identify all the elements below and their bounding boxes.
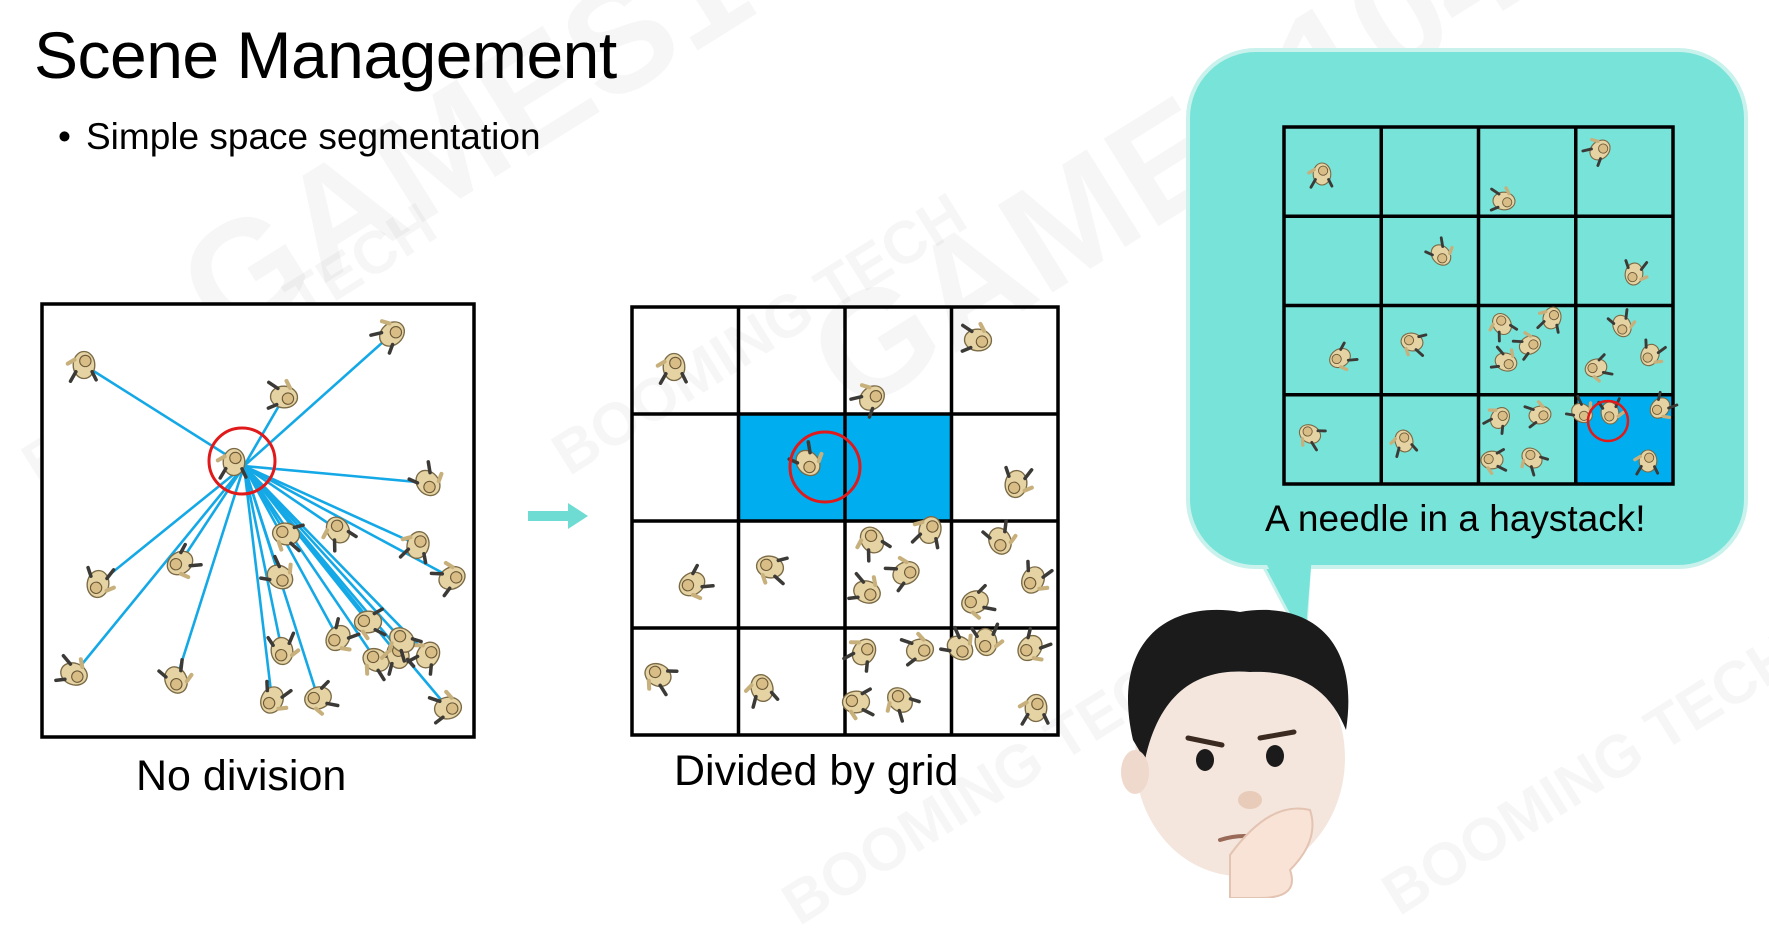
distance-ray: [243, 464, 339, 532]
character-icon: [851, 522, 891, 562]
distance-ray: [243, 464, 419, 547]
character-icon: [961, 323, 993, 353]
grid-caption: Divided by grid: [674, 747, 959, 795]
character-icon: [658, 354, 686, 384]
distance-ray: [242, 465, 370, 623]
distance-ray: [242, 465, 340, 639]
distance-ray: [243, 464, 453, 580]
character-icon: [982, 520, 1020, 558]
thinking-face-icon: [1121, 609, 1349, 898]
search-radius-circle: [788, 430, 862, 504]
distance-ray: [178, 465, 246, 564]
bubble-caption: A needle in a haystack!: [1265, 498, 1646, 539]
distance-ray: [83, 363, 245, 468]
search-radius-circle: [1586, 399, 1630, 443]
character-icon: [1016, 560, 1054, 599]
distance-ray: [242, 465, 378, 661]
no-division-caption: No division: [136, 752, 347, 800]
character-icon: [1012, 628, 1053, 669]
character-icon: [753, 552, 788, 586]
character-icon: [879, 682, 920, 723]
no-division-panel: [40, 302, 476, 739]
speech-bubble: [1186, 48, 1748, 651]
character-icon: [958, 585, 995, 621]
character-icon: [849, 377, 890, 418]
character-icon: [1020, 694, 1049, 724]
character-icon: [674, 565, 715, 605]
distance-ray: [174, 465, 246, 681]
distance-ray: [72, 465, 246, 675]
slide-title: Scene Management: [34, 18, 617, 92]
character-icon: [884, 552, 923, 591]
diagram-canvas: [40, 48, 1748, 898]
grid-panel: [630, 305, 1060, 737]
bullet-item: •Simple space segmentation: [58, 116, 541, 157]
distance-ray: [243, 465, 429, 656]
character-icon: [1002, 466, 1034, 499]
character-icon: [743, 672, 778, 708]
search-radius-circle: [207, 426, 277, 496]
character-icon: [638, 658, 678, 697]
character-icon: [848, 571, 886, 608]
character-icon: [901, 632, 936, 665]
character-icon: [842, 632, 882, 672]
distance-ray: [242, 396, 286, 467]
arrow-right-icon: [528, 503, 588, 529]
distance-ray: [242, 465, 274, 701]
bullet-text: Simple space segmentation: [86, 116, 541, 157]
distance-ray: [242, 465, 284, 652]
